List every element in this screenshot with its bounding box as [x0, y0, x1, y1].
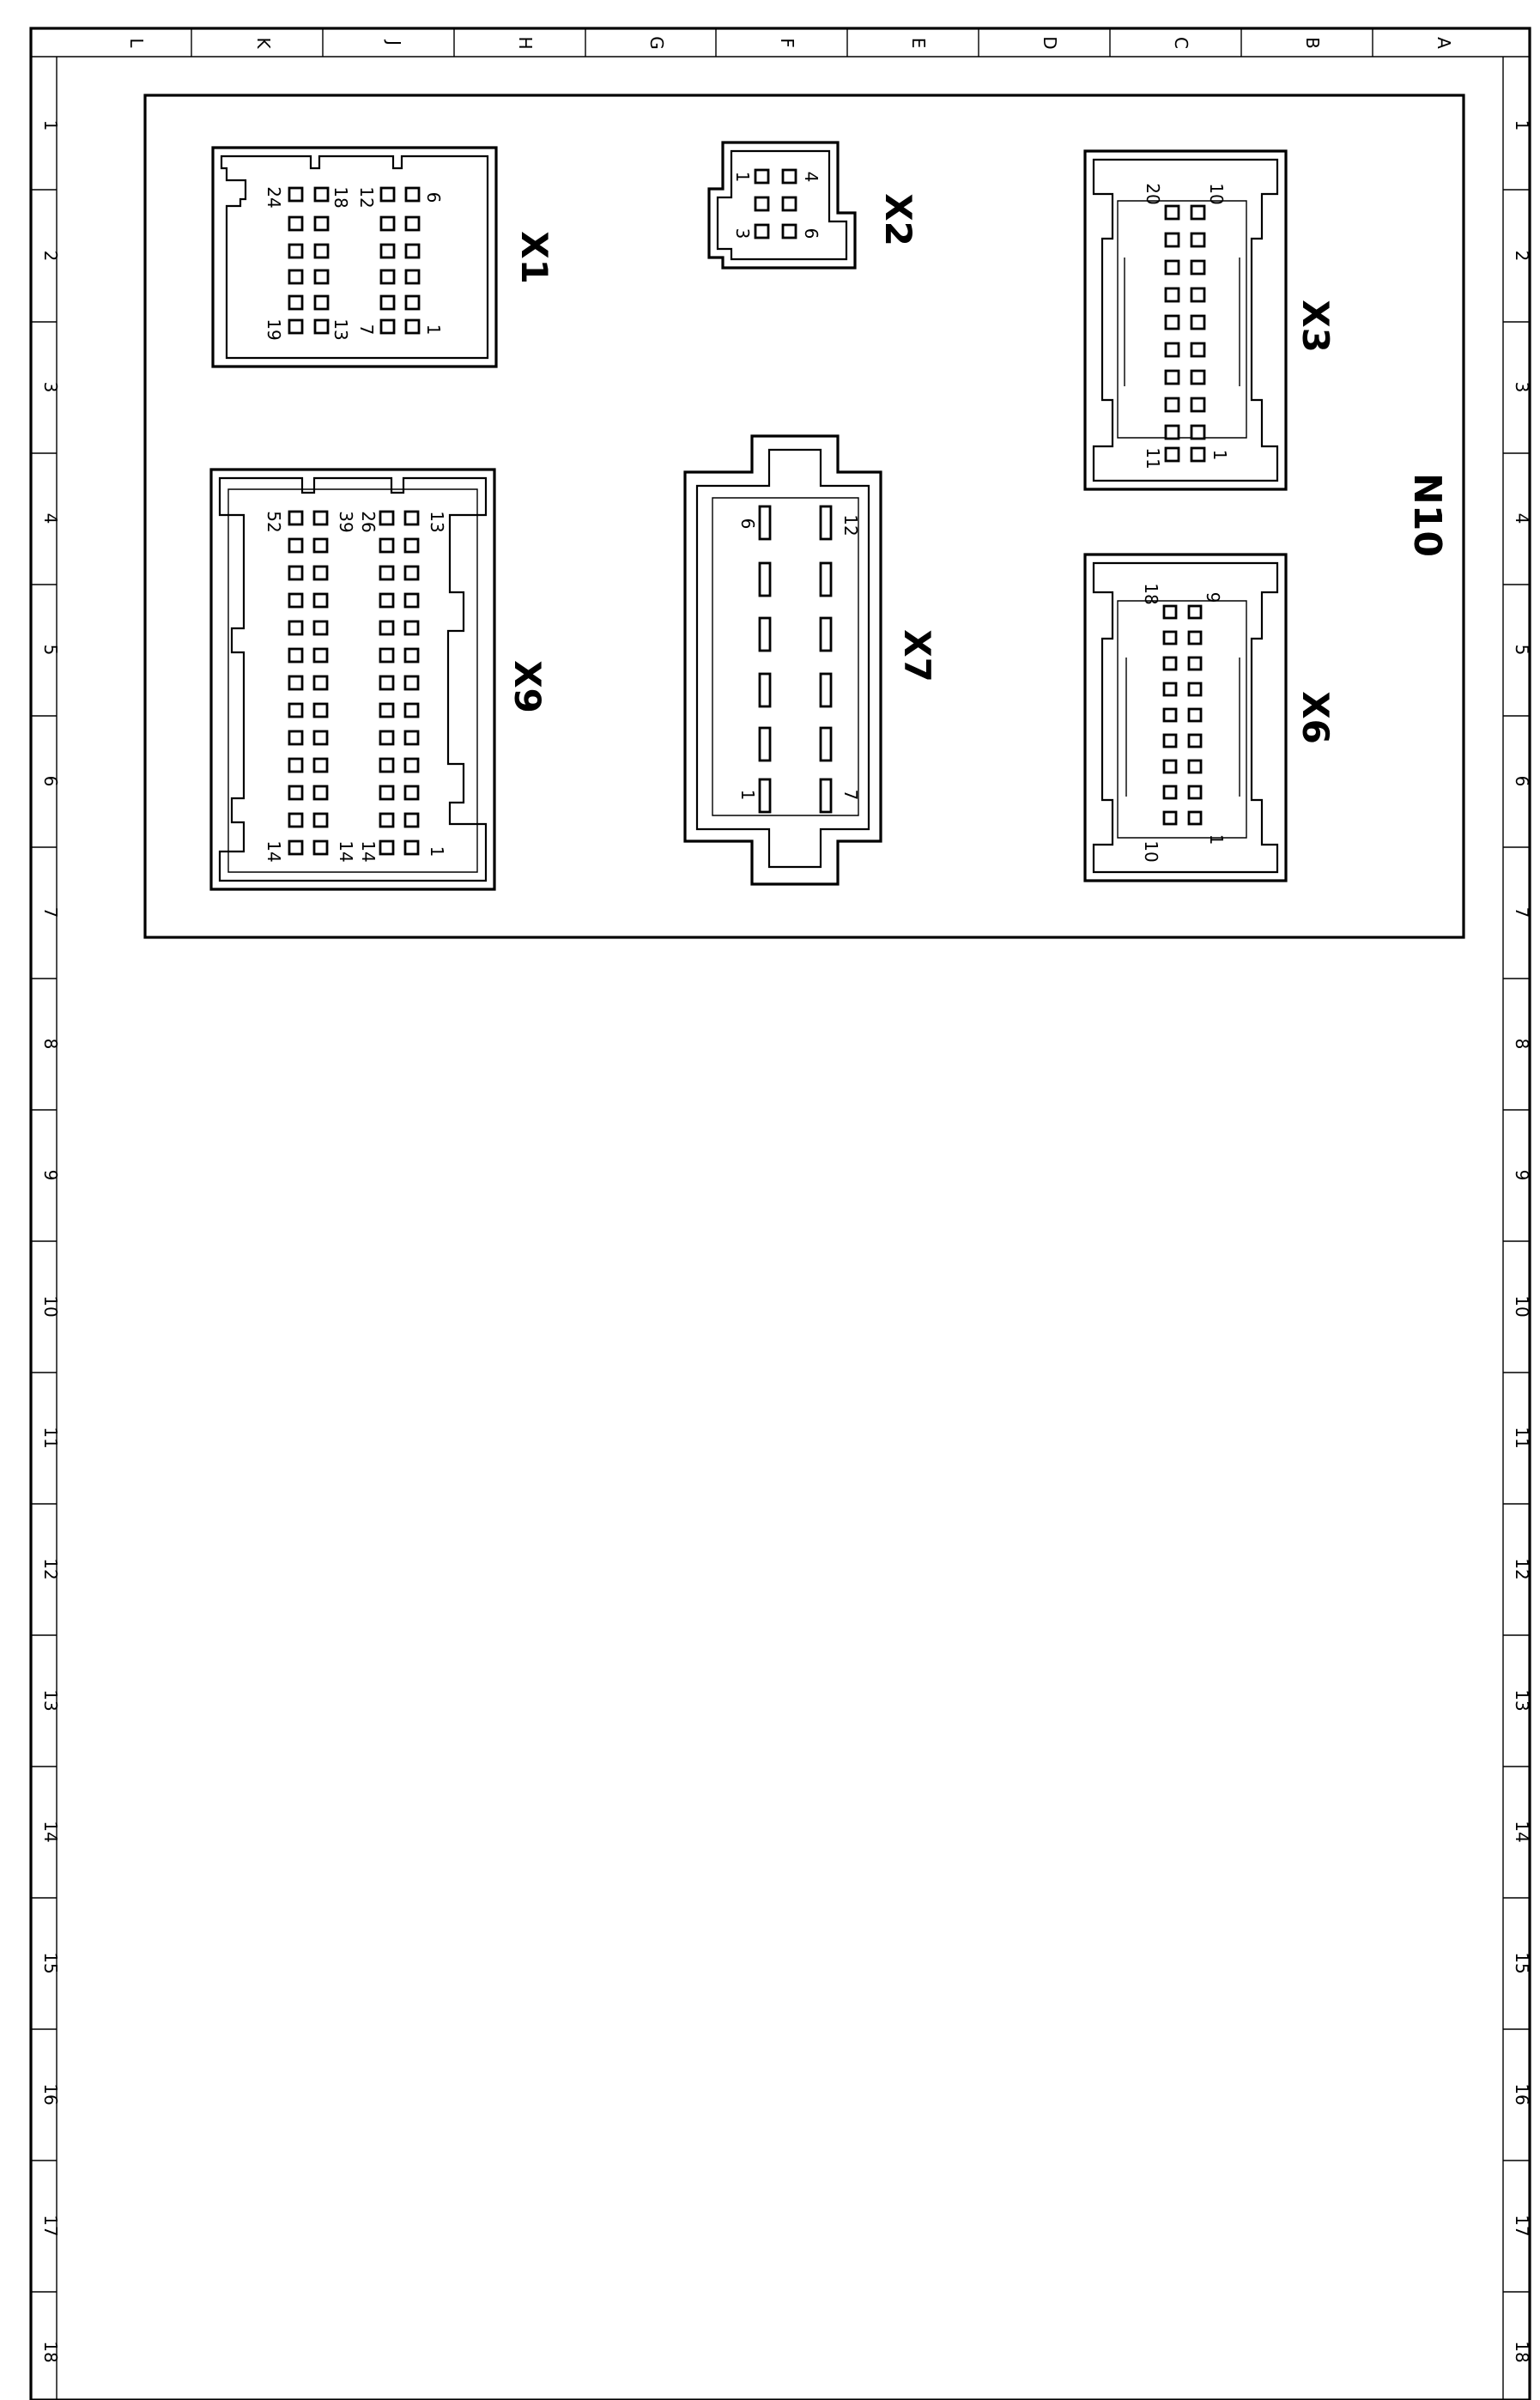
module-n10-frame: [143, 94, 1465, 939]
row-label-right: 10: [1512, 1295, 1532, 1317]
pin-label: 13: [427, 511, 447, 532]
connector-label: X1: [513, 231, 555, 284]
pin-label: 24: [264, 186, 284, 208]
row-label-right: 11: [1512, 1427, 1532, 1448]
row-label-left: 11: [40, 1427, 61, 1448]
connector-x7: 6 12 1 7 X7: [683, 434, 938, 886]
row-label-left: 8: [40, 1039, 61, 1050]
column-dividers: [191, 28, 1373, 57]
row-label-right: 18: [1512, 2341, 1532, 2362]
outer-border: [29, 27, 1531, 2400]
row-label-left: 18: [40, 2341, 61, 2362]
row-label-left: 10: [40, 1295, 61, 1317]
column-label: E: [908, 38, 929, 49]
row-label-left: 12: [40, 1558, 61, 1579]
pin-label: 1: [1206, 834, 1227, 845]
pin-label: 18: [1141, 583, 1161, 604]
row-label-left: 9: [40, 1170, 61, 1181]
row-label-right: 9: [1512, 1170, 1532, 1181]
pin-label: 13: [330, 318, 351, 340]
row-label-right: 4: [1512, 513, 1532, 524]
row-label-right: 6: [1512, 776, 1532, 787]
row-label-left: 1: [40, 120, 61, 131]
pin-label: 14: [358, 840, 379, 862]
row-label-right: 8: [1512, 1039, 1532, 1050]
row-label-right: 16: [1512, 2083, 1532, 2105]
row-label-right: 7: [1512, 907, 1532, 918]
row-label-right: 3: [1512, 382, 1532, 393]
row-label-left: 3: [40, 382, 61, 393]
connector-x6: 18 9 10 1 X6: [1083, 553, 1337, 882]
pin-label: 1: [427, 846, 447, 858]
row-label-right: 5: [1512, 645, 1532, 656]
column-label: C: [1171, 37, 1191, 49]
connector-x9: 52 39 26 13 14 14 14 1 X9: [209, 468, 549, 891]
pin-label: 1: [737, 790, 758, 801]
pin-label: 4: [801, 172, 822, 183]
pin-label: 1: [1210, 450, 1230, 461]
pin-label: 9: [1203, 592, 1223, 603]
column-label: A: [1434, 37, 1454, 49]
pin-label: 3: [732, 228, 753, 239]
pin-label: 14: [336, 840, 356, 862]
column-label: D: [1040, 36, 1060, 49]
column-label: K: [253, 37, 274, 49]
pin-label: 52: [264, 511, 284, 532]
row-label-right: 17: [1512, 2215, 1532, 2236]
row-label-left: 5: [40, 645, 61, 656]
connector-x1: 24 18 12 6 19 13 7 1 X1: [211, 146, 555, 368]
pin-label: 6: [737, 518, 758, 530]
row-label-left: 15: [40, 1952, 61, 1973]
pin-label: 26: [358, 511, 379, 532]
pin-label: 12: [356, 186, 377, 208]
row-label-left: 6: [40, 776, 61, 787]
pin-label: 11: [1143, 447, 1163, 469]
row-label-left: 16: [40, 2083, 61, 2105]
row-label-left: 14: [40, 1821, 61, 1842]
row-label-left: 2: [40, 251, 61, 262]
row-dividers: [31, 189, 1530, 2293]
column-label: L: [126, 38, 147, 48]
column-label: G: [646, 36, 667, 50]
connector-label: X7: [896, 629, 938, 682]
column-label: B: [1302, 37, 1323, 49]
pin-label: 7: [840, 790, 861, 801]
connector-label: X6: [1294, 691, 1337, 744]
pin-label: 1: [423, 324, 444, 336]
row-label-left: 4: [40, 513, 61, 524]
row-label-right: 2: [1512, 251, 1532, 262]
pin-label: 14: [264, 840, 284, 862]
pin-label: 12: [840, 514, 861, 536]
connector-label: X2: [877, 193, 919, 246]
pin-label: 6: [423, 192, 444, 203]
pin-label: 1: [732, 172, 753, 183]
row-label-right: 15: [1512, 1952, 1532, 1973]
pin-label: 10: [1206, 183, 1227, 204]
row-label-right: 12: [1512, 1558, 1532, 1579]
connector-x2: 1 4 3 6 X2: [707, 141, 919, 270]
connector-x3: 20 10 11 1 X3: [1083, 149, 1337, 491]
pin-label: 18: [330, 186, 351, 208]
pin-label: 39: [336, 511, 356, 532]
pin-label: 19: [264, 318, 284, 340]
column-label: F: [777, 38, 797, 48]
connector-label: X3: [1294, 300, 1337, 353]
column-label: J: [384, 39, 404, 45]
row-label-left: 7: [40, 907, 61, 918]
row-label-right: 13: [1512, 1689, 1532, 1711]
pin-label: 10: [1141, 840, 1161, 862]
pin-label: 6: [801, 228, 822, 239]
pin-label: 20: [1143, 183, 1163, 204]
column-label: H: [515, 36, 536, 49]
row-label-right: 14: [1512, 1821, 1532, 1842]
row-label-left: 17: [40, 2215, 61, 2236]
row-label-right: 1: [1512, 120, 1532, 131]
pin-label: 7: [356, 324, 377, 336]
row-label-left: 13: [40, 1689, 61, 1711]
connector-label: X9: [506, 660, 549, 713]
module-label: N10: [1405, 473, 1449, 557]
